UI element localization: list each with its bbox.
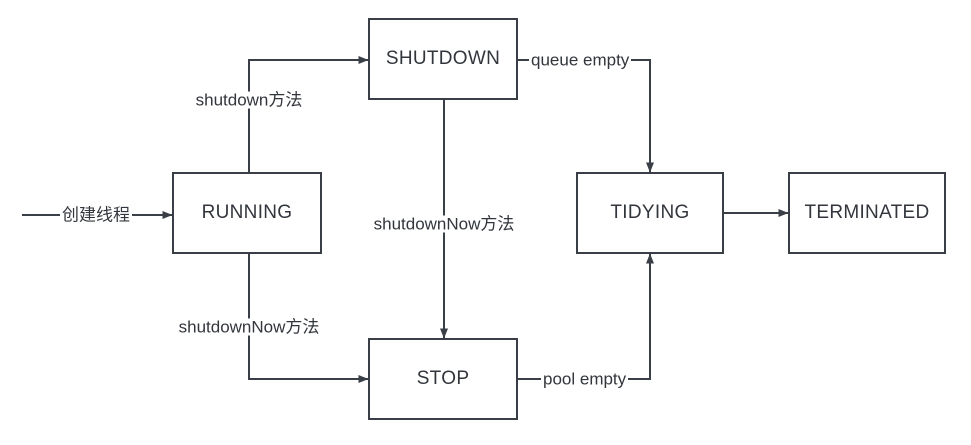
state-box-terminated[interactable]: TERMINATED (788, 172, 946, 254)
edge-label-shutdownnow-method-running: shutdownNow方法 (176, 317, 322, 337)
edge-shutdown-to-tidying (518, 59, 654, 173)
state-label-stop: STOP (416, 368, 470, 389)
state-box-running[interactable]: RUNNING (172, 172, 322, 254)
edge-label-create-thread: 创建线程 (60, 205, 132, 225)
edge-label-pool-empty: pool empty (541, 369, 629, 389)
edge-label-shutdown-method: shutdown方法 (193, 90, 305, 110)
state-box-tidying[interactable]: TIDYING (576, 172, 724, 254)
state-box-stop[interactable]: STOP (368, 338, 518, 420)
edge-running-to-shutdown (248, 56, 369, 172)
edge-stop-to-tidying (518, 253, 654, 380)
state-label-running: RUNNING (201, 202, 293, 223)
state-label-tidying: TIDYING (610, 202, 690, 223)
state-label-shutdown: SHUTDOWN (385, 48, 501, 69)
edge-label-queue-empty: queue empty (529, 50, 632, 70)
edge-label-shutdownnow-method-shutdown: shutdownNow方法 (371, 214, 517, 234)
edge-running-to-stop (248, 254, 369, 383)
state-label-terminated: TERMINATED (804, 202, 930, 223)
state-box-shutdown[interactable]: SHUTDOWN (368, 18, 518, 100)
